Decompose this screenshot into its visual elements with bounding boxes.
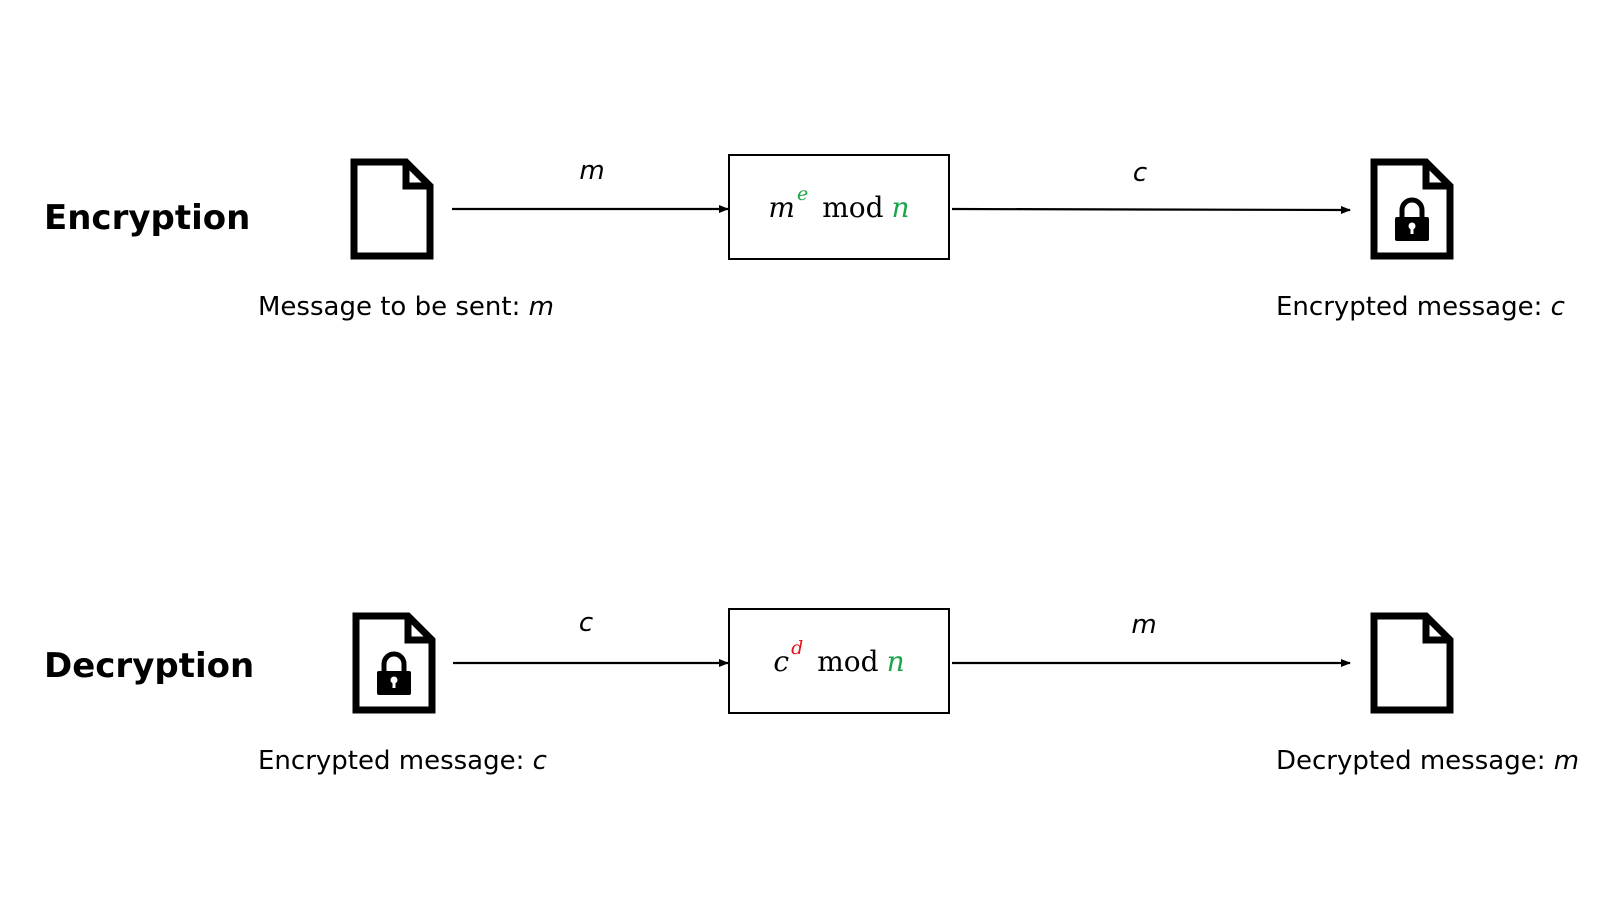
- document-icon: [1370, 612, 1454, 714]
- locked-document-icon: [352, 612, 436, 714]
- operation-base: m: [768, 190, 795, 224]
- encryption-input-caption: Message to be sent: m: [258, 292, 554, 322]
- encryption-output-arrow: [951, 205, 1351, 214]
- caption-variable: c: [532, 746, 547, 776]
- caption-text: Decrypted message:: [1276, 746, 1554, 776]
- encryption-input-edge-label: m: [579, 156, 605, 186]
- decryption-input-edge-label: c: [578, 608, 594, 638]
- modulus: n: [886, 644, 905, 678]
- decryption-output-caption: Decrypted message: m: [1276, 746, 1579, 776]
- caption-text: Encrypted message:: [1276, 292, 1551, 322]
- decryption-output-edge-label: m: [1131, 610, 1157, 640]
- modulus: n: [891, 190, 910, 224]
- mod-operator: mod: [817, 644, 879, 678]
- caption-variable: m: [528, 292, 554, 322]
- decryption-input-caption: Encrypted message: c: [258, 746, 547, 776]
- caption-variable: c: [1550, 292, 1565, 322]
- locked-document-icon: [1370, 158, 1454, 260]
- encryption-output-caption: Encrypted message: c: [1276, 292, 1565, 322]
- operation-base: c: [773, 644, 790, 678]
- caption-variable: m: [1553, 746, 1580, 776]
- caption-text: Message to be sent:: [258, 292, 529, 322]
- mod-operator: mod: [822, 190, 884, 224]
- public-exponent: e: [796, 183, 809, 205]
- caption-text: Encrypted message:: [258, 746, 533, 776]
- encryption-output-edge-label: c: [1132, 158, 1148, 188]
- decryption-title: Decryption: [44, 646, 255, 686]
- private-exponent: d: [791, 637, 804, 659]
- encryption-title: Encryption: [44, 198, 251, 238]
- document-icon: [350, 158, 434, 260]
